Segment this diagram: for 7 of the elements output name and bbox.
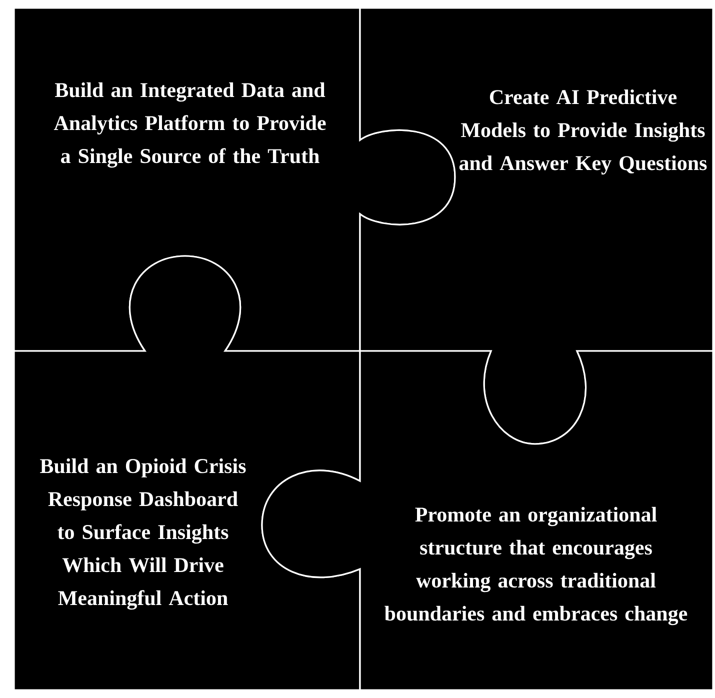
node-label: Promote an organizational structure that encourages working across traditional boundaries and embraces change xyxy=(384,506,688,626)
puzzle-piece: Build an Integrated Data and Analytics Platform to Provide a Single Source of the Truth xyxy=(13,7,456,352)
puzzle-piece: Promote an organizational structure that encourages working across traditional boundaries and embraces change xyxy=(261,350,714,691)
puzzle-piece: Build an Opioid Crisis Response Dashboard to Surface Insights Which Will Drive Meaningful Action xyxy=(13,255,361,691)
puzzle-piece: Create AI Predictive Models to Provide Insights and Answer Key Questions xyxy=(359,7,714,445)
node-label: Build an Opioid Crisis Response Dashboard to Surface Insights Which Will Drive Meaningful Action xyxy=(40,458,246,610)
node-label: Create AI Predictive Models to Provide Insights and Answer Key Questions xyxy=(459,89,707,175)
